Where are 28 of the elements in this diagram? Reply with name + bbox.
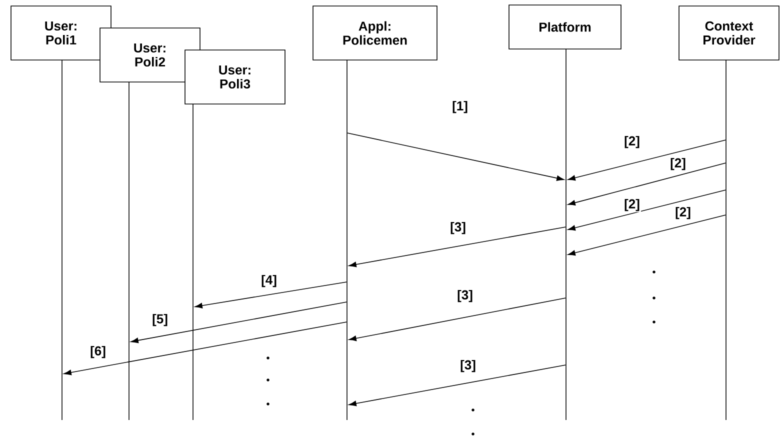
message-arrow	[568, 214, 726, 256]
object-box: User: Poli2	[100, 28, 200, 82]
message-arrow	[348, 298, 566, 342]
edge-label: [3]	[450, 222, 466, 234]
edge-label: [4]	[262, 274, 276, 288]
message-arrow	[347, 132, 564, 181]
message-arrow	[130, 302, 347, 344]
object-box: Platform	[508, 4, 622, 50]
message-arrow	[194, 282, 347, 308]
message-arrow	[568, 190, 726, 231]
edge-label: [2]	[676, 206, 690, 220]
edge-label: [6]	[90, 346, 106, 358]
object-box: User: Poli1	[10, 6, 112, 60]
object-box: User: Poli3	[184, 50, 286, 104]
message-arrow	[568, 140, 726, 181]
edge-label: [2]	[624, 136, 640, 148]
edge-label: [3]	[458, 290, 472, 302]
edge-label: [2]	[670, 158, 686, 170]
message-arrow	[568, 162, 726, 206]
message-arrow	[64, 322, 347, 376]
edge-label: [3]	[460, 360, 476, 372]
edge-label: [2]	[624, 198, 640, 212]
edge-label: [1]	[452, 100, 468, 114]
message-arrow	[348, 364, 566, 406]
message-arrow	[348, 226, 566, 268]
object-box: Appl: Policemen	[312, 6, 438, 60]
object-box: Context Provider	[678, 6, 780, 60]
edge-label: [5]	[152, 314, 168, 326]
